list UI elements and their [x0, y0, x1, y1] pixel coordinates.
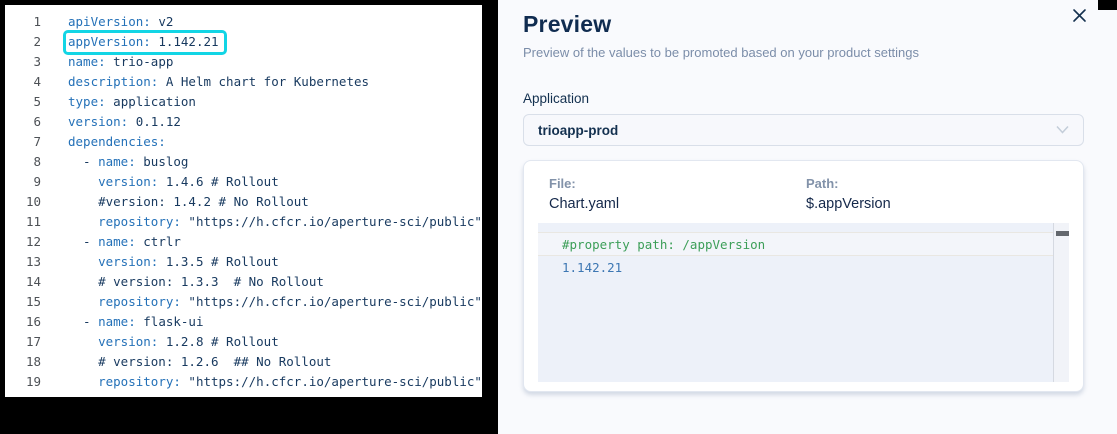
- scrollbar-thumb[interactable]: [1056, 231, 1069, 236]
- code-line: 10 #version: 1.4.2 # No Rollout: [5, 192, 482, 212]
- line-number: 16: [25, 314, 41, 329]
- code-line: 13 version: 1.3.5 # Rollout: [5, 252, 482, 272]
- line-code: version: 1.4.6 # Rollout: [98, 174, 279, 189]
- application-select[interactable]: trioapp-prod: [523, 114, 1084, 146]
- code-line: 1 apiVersion: v2: [5, 12, 482, 32]
- line-number: 3: [33, 54, 41, 69]
- line-code: name: trio-app: [68, 54, 174, 69]
- application-label: Application: [523, 91, 590, 106]
- line-number: 2: [33, 34, 41, 49]
- close-button[interactable]: [1067, 5, 1091, 29]
- code-line: 19 repository: "https://h.cfcr.io/apertu…: [5, 372, 482, 392]
- path-value: $.appVersion: [806, 196, 891, 212]
- line-number: 13: [25, 254, 41, 269]
- yaml-editor: 1 apiVersion: v2 2 appVersion: 1.142.21 3 nam…: [5, 5, 482, 397]
- code-line: 14 # version: 1.3.3 # No Rollout: [5, 272, 482, 292]
- file-column: File: Chart.yaml: [549, 176, 806, 212]
- code-line: 8 - name: buslog: [5, 152, 482, 172]
- line-code: version: 0.1.12: [68, 114, 181, 129]
- line-code: repository: "https://h.cfcr.io/aperture-…: [98, 374, 482, 389]
- line-code: repository: "https://h.cfcr.io/aperture-…: [98, 214, 482, 229]
- yaml-editor-lines: 1 apiVersion: v2 2 appVersion: 1.142.21 3 nam…: [5, 5, 482, 392]
- code-line: 18 # version: 1.2.6 ## No Rollout: [5, 352, 482, 372]
- line-number: 9: [33, 174, 41, 189]
- code-line: 7 dependencies:: [5, 132, 482, 152]
- promoted-values-code-preview: #property path: /appVersion 1.142.21: [538, 223, 1069, 382]
- line-number: 19: [25, 374, 41, 389]
- line-number: 18: [25, 354, 41, 369]
- line-number: 11: [25, 214, 41, 229]
- line-code: version: 1.3.5 # Rollout: [98, 254, 279, 269]
- code-line: 6 version: 0.1.12: [5, 112, 482, 132]
- code-line: 12 - name: ctrlr: [5, 232, 482, 252]
- line-code: # version: 1.2.6 ## No Rollout: [68, 354, 332, 369]
- line-code: # version: 1.3.3 # No Rollout: [68, 274, 324, 289]
- path-column: Path: $.appVersion: [806, 176, 891, 212]
- line-code: - name: ctrlr: [68, 234, 181, 249]
- preview-code-lines: #property path: /appVersion 1.142.21: [538, 223, 1053, 280]
- path-label: Path:: [806, 176, 839, 191]
- code-line: 4 description: A Helm chart for Kubernete…: [5, 72, 482, 92]
- line-number: 10: [25, 194, 41, 209]
- line-code: appVersion: 1.142.21: [68, 34, 219, 49]
- line-number: 17: [25, 334, 41, 349]
- line-code: version: 1.2.8 # Rollout: [98, 334, 279, 349]
- file-label: File:: [549, 176, 576, 191]
- line-code: dependencies:: [68, 134, 166, 149]
- code-line: 2 appVersion: 1.142.21: [5, 32, 482, 52]
- drawer-subtitle: Preview of the values to be promoted bas…: [523, 45, 920, 60]
- line-number: 15: [25, 294, 41, 309]
- code-line: 5 type: application: [5, 92, 482, 112]
- file-value: Chart.yaml: [549, 196, 620, 212]
- line-code: - name: buslog: [68, 154, 189, 169]
- x-icon: [1072, 8, 1087, 26]
- chevron-down-icon: [1056, 121, 1069, 139]
- line-number: 6: [33, 114, 41, 129]
- preview-code-line: #property path: /appVersion: [538, 232, 1053, 256]
- code-line: 15 repository: "https://h.cfcr.io/apertu…: [5, 292, 482, 312]
- line-code: type: application: [68, 94, 196, 109]
- line-number: 7: [33, 134, 41, 149]
- line-number: 12: [25, 234, 41, 249]
- code-line: 3 name: trio-app: [5, 52, 482, 72]
- drawer-title: Preview: [523, 11, 612, 37]
- line-code: repository: "https://h.cfcr.io/aperture-…: [98, 294, 482, 309]
- application-select-value: trioapp-prod: [538, 122, 619, 138]
- screenshot-corner-artifact: [1098, 0, 1117, 10]
- preview-drawer: Preview Preview of the values to be prom…: [498, 0, 1117, 434]
- code-line: 11 repository: "https://h.cfcr.io/apertu…: [5, 212, 482, 232]
- line-number: 14: [25, 274, 41, 289]
- file-path-meta: File: Chart.yaml Path: $.appVersion: [538, 174, 1069, 212]
- preview-code-line: 1.142.21: [562, 260, 623, 275]
- line-code: #version: 1.4.2 # No Rollout: [68, 194, 309, 209]
- code-line: 17 version: 1.2.8 # Rollout: [5, 332, 482, 352]
- line-code: apiVersion: v2: [68, 14, 174, 29]
- line-code: description: A Helm chart for Kubernetes: [68, 74, 370, 89]
- code-line: 9 version: 1.4.6 # Rollout: [5, 172, 482, 192]
- line-number: 4: [33, 74, 41, 89]
- line-number: 1: [33, 14, 41, 29]
- line-code: - name: flask-ui: [68, 314, 204, 329]
- preview-scrollbar[interactable]: [1053, 223, 1069, 382]
- line-number: 8: [33, 154, 41, 169]
- promotion-preview-card: File: Chart.yaml Path: $.appVersion #pro…: [523, 160, 1084, 392]
- editor-window-frame: 1 apiVersion: v2 2 appVersion: 1.142.21 3 nam…: [0, 0, 498, 434]
- line-number: 5: [33, 94, 41, 109]
- code-line: 16 - name: flask-ui: [5, 312, 482, 332]
